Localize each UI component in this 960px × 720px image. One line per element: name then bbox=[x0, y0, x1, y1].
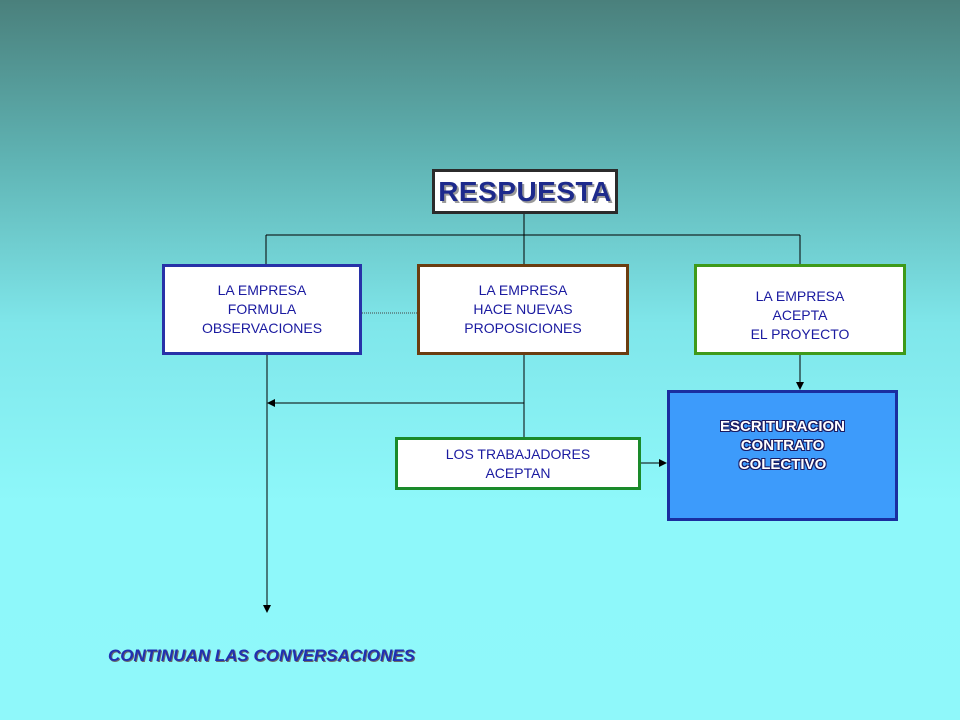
box-line: OBSERVACIONES bbox=[201, 320, 323, 336]
box-line: LOS TRABAJADORES bbox=[445, 445, 591, 462]
box-line: LA EMPRESA bbox=[478, 282, 568, 298]
box-escrituracion-contrato-colectivo: ESCRITURACION CONTRATO COLECTIVO bbox=[667, 390, 898, 521]
title-box: RESPUESTA bbox=[432, 169, 618, 214]
box-line: EL PROYECTO bbox=[750, 326, 850, 342]
box-line: ACEPTAN bbox=[485, 464, 551, 481]
box-line: PROPOSICIONES bbox=[464, 320, 582, 336]
box-line: LA EMPRESA bbox=[755, 288, 845, 304]
box-empresa-acepta-proyecto: LA EMPRESA ACEPTA EL PROYECTO bbox=[694, 264, 906, 355]
box-line: CONTRATO bbox=[740, 437, 825, 454]
box-line: COLECTIVO bbox=[738, 456, 827, 473]
footer-continuan-conversaciones: CONTINUAN LAS CONVERSACIONES bbox=[108, 646, 415, 665]
diagram-title: RESPUESTA bbox=[438, 176, 612, 207]
box-line: HACE NUEVAS bbox=[473, 301, 573, 317]
box-line: LA EMPRESA bbox=[217, 282, 307, 298]
box-line: ACEPTA bbox=[772, 307, 828, 323]
box-line: ESCRITURACION bbox=[719, 418, 845, 435]
box-line: FORMULA bbox=[227, 301, 297, 317]
box-trabajadores-aceptan: LOS TRABAJADORES ACEPTAN bbox=[395, 437, 641, 490]
box-empresa-formula-observaciones: LA EMPRESA FORMULA OBSERVACIONES bbox=[162, 264, 362, 355]
box-empresa-hace-nuevas-proposiciones: LA EMPRESA HACE NUEVAS PROPOSICIONES bbox=[417, 264, 629, 355]
